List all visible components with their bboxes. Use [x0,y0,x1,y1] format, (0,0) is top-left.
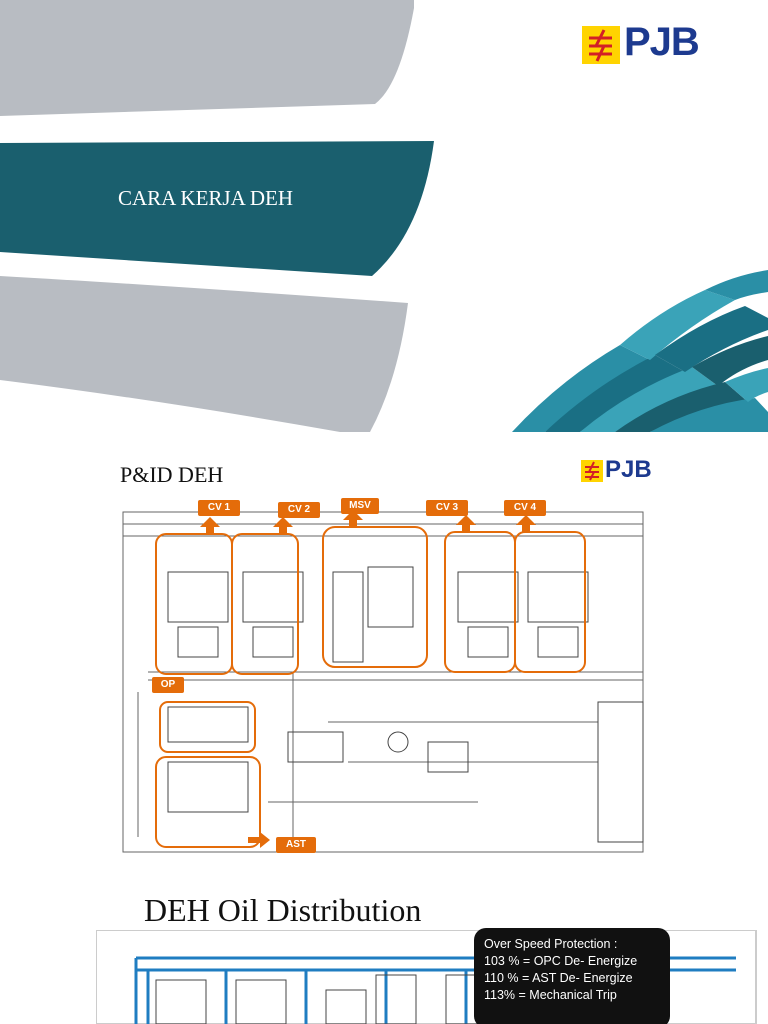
callout-cv1: CV 1 [198,500,240,516]
callout-arrows [200,510,536,848]
oil-distribution-slide: DEH Oil Distribution Over Speed Protecti… [0,870,768,1024]
protection-heading: Over Speed Protection : [484,937,618,951]
pid-diagram [122,510,644,853]
over-speed-protection-box: Over Speed Protection : 103 % = OPC De- … [474,928,670,1024]
protection-line-ast: 110 % = AST De- Energize [484,971,633,985]
pid-pipelines [122,511,644,853]
pjb-logo: PJB [582,20,728,66]
callout-cv2: CV 2 [278,502,320,518]
callout-cv4: CV 4 [504,500,546,516]
logo-text: PJB [605,456,652,483]
callout-cv3: CV 3 [426,500,468,516]
slide-title: P&ID DEH [120,462,224,487]
pjb-logo-small: PJB [581,456,661,485]
teal-title-band [0,141,434,276]
lightning-icon [582,26,620,64]
slide-background-shapes [0,0,768,432]
protection-line-mechanical: 113% = Mechanical Trip [484,988,617,1002]
lightning-icon [581,460,603,482]
callout-op: OP [152,677,184,693]
slide-title: CARA KERJA DEH [118,186,294,210]
orange-highlight-frames [155,526,586,848]
valve-schematics [155,974,487,1024]
protection-line-opc: 103 % = OPC De- Energize [484,954,638,968]
turbine-blades-graphic [512,270,768,432]
title-slide: CARA KERJA DEH PJB [0,0,768,432]
logo-text: PJB [624,20,700,64]
gray-band-bottom [0,276,408,432]
gray-band-top [0,0,414,116]
callout-msv: MSV [341,498,379,514]
callout-ast: AST [276,837,316,853]
pid-slide: P&ID DEH PJB [0,432,768,870]
slide-title: DEH Oil Distribution [144,892,422,928]
valve-schematics [167,566,644,843]
white-cut [0,380,340,432]
